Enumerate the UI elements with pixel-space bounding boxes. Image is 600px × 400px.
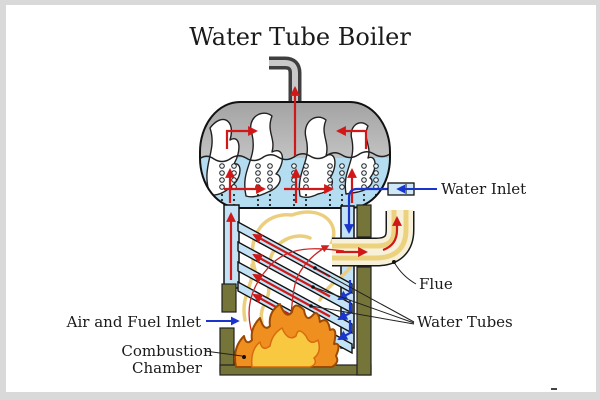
combustion-chamber-callout: Combustion Chamber bbox=[121, 342, 246, 377]
right-wall-lower bbox=[356, 266, 372, 376]
flue-label: Flue bbox=[419, 275, 453, 293]
air-fuel-inlet-callout: Air and Fuel Inlet bbox=[66, 313, 240, 331]
flames bbox=[234, 303, 340, 368]
blue-flow-arrows bbox=[337, 187, 389, 340]
water-inlet-label: Water Inlet bbox=[441, 180, 526, 198]
diagram-title: Water Tube Boiler bbox=[189, 23, 411, 51]
water-tubes-callout: Water Tubes bbox=[309, 266, 513, 331]
water-inlet: Water Inlet bbox=[387, 180, 526, 198]
left-wall-upper bbox=[221, 283, 237, 313]
water-tubes-label: Water Tubes bbox=[417, 313, 513, 331]
steam-right-arrow bbox=[336, 126, 368, 149]
steam-left-arrow bbox=[225, 126, 258, 149]
flue-up-arrow bbox=[382, 216, 402, 252]
inlet-to-downcomer-arrow bbox=[344, 187, 389, 234]
right-wall-upper bbox=[356, 204, 372, 238]
air-fuel-inlet-label: Air and Fuel Inlet bbox=[66, 313, 201, 331]
waterline bbox=[200, 151, 390, 163]
steam-outlet-pipe bbox=[269, 56, 302, 106]
flue-callout: Flue bbox=[392, 260, 453, 293]
watermark-mark bbox=[551, 388, 557, 390]
flue-pipe bbox=[332, 210, 415, 267]
combustion-chamber-label-line2: Chamber bbox=[132, 359, 203, 377]
combustion-chamber-label-line1: Combustion bbox=[121, 342, 213, 360]
